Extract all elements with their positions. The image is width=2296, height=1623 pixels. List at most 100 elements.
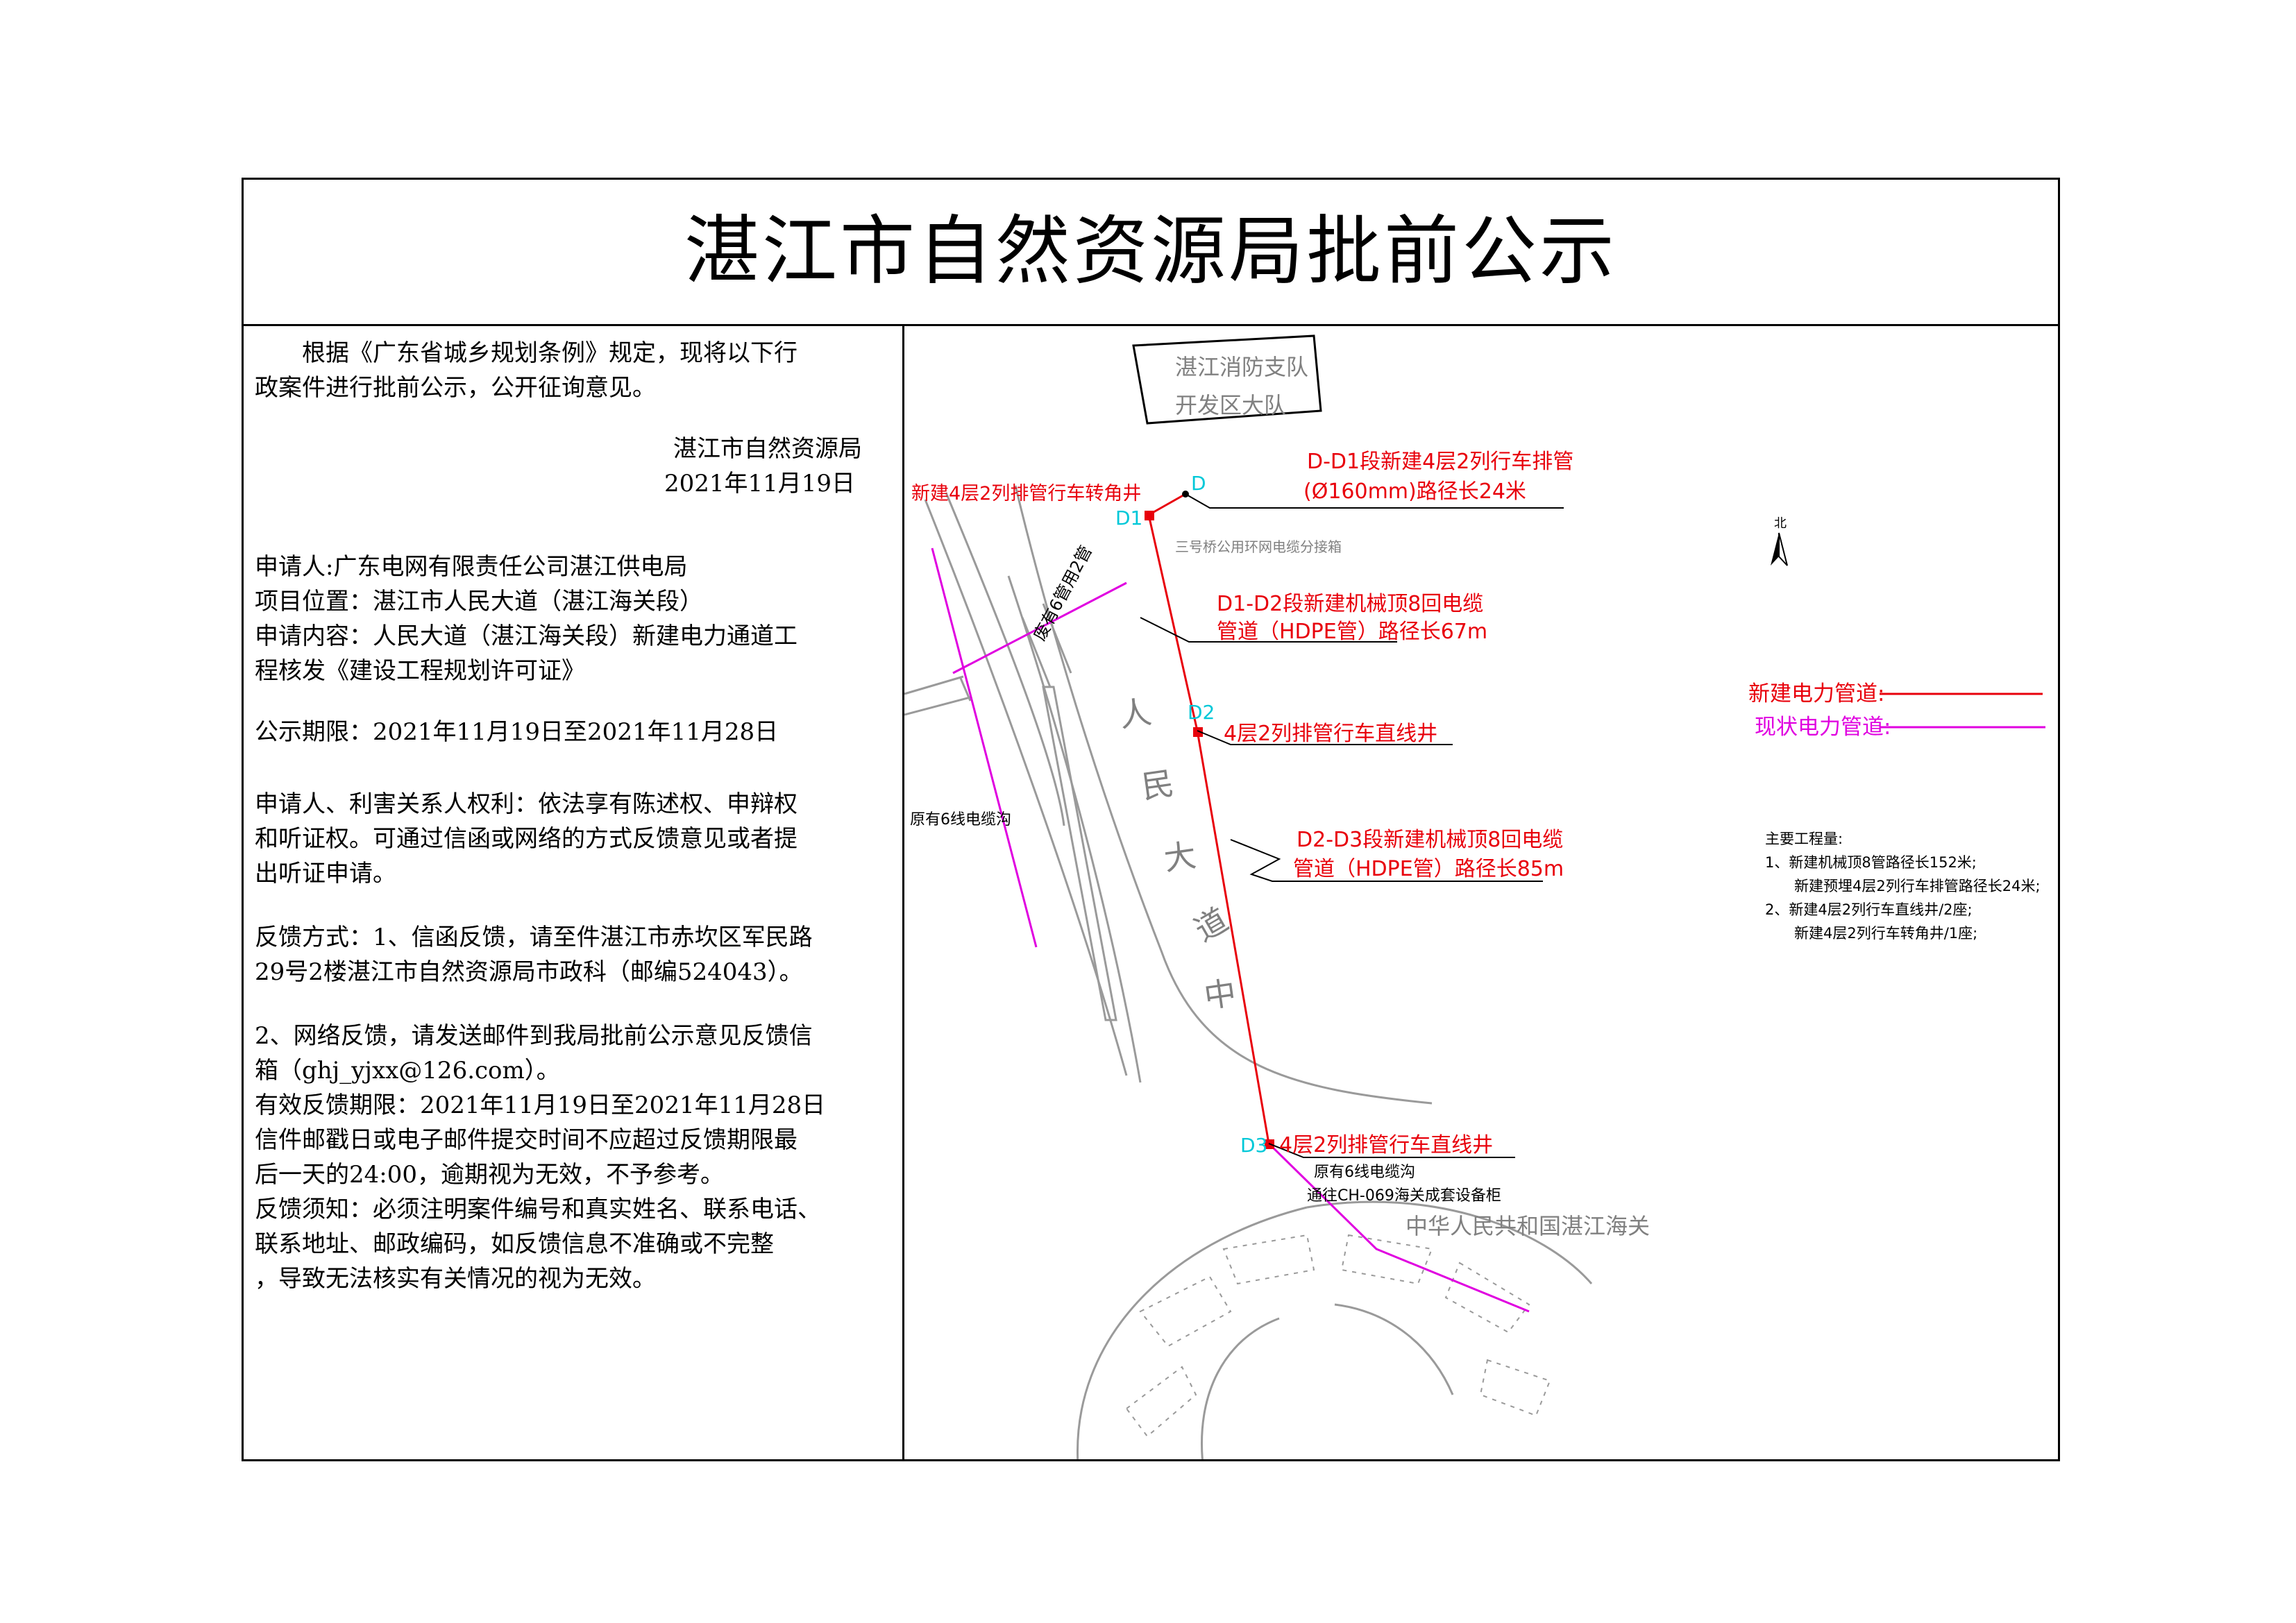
intro-line: 根据《广东省城乡规划条例》规定，现将以下行 [255, 339, 797, 367]
median [1021, 603, 1072, 688]
planter [1444, 1261, 1530, 1334]
corner-well-label: 新建4层2列排管行车转角井 [911, 483, 1141, 504]
fire-station-box: 湛江消防支队 开发区大队 [1132, 334, 1322, 425]
works-line: 新建4层2列行车转角井/1座; [1794, 925, 1977, 942]
planter [1139, 1275, 1232, 1348]
online-line: 2、网络反馈，请发送邮件到我局批前公示意见反馈信 [255, 1022, 813, 1050]
fire-station-outline [1132, 334, 1322, 425]
rights-line: 出听证申请。 [255, 860, 396, 887]
leader-d2 [1197, 730, 1453, 745]
road-char: 民 [1140, 764, 1176, 806]
works-title: 主要工程量: [1765, 831, 1843, 847]
roundabout-inner [1201, 1317, 1280, 1459]
leader-dd1 [1185, 493, 1564, 509]
intro-line: 政案件进行批前公示，公开征询意见。 [255, 374, 656, 402]
leader-d3 [1268, 1143, 1515, 1158]
segment-d1d2-line1: D1-D2段新建机械顶8回电缆 [1217, 592, 1483, 616]
rights-paragraph: 申请人、利害关系人权利：依法享有陈述权、申辩权 和听证权。可通过信函或网络的方式… [255, 787, 886, 891]
issue-date: 2021年11月19日 [664, 470, 855, 498]
issuer-name: 湛江市自然资源局 [673, 435, 862, 463]
fire-station-branch: 开发区大队 [1175, 392, 1286, 418]
road-name: 人 民 大 道 中 [1117, 693, 1238, 1016]
publicity-period: 公示期限：2021年11月19日至2021年11月28日 [255, 715, 886, 749]
route-annotations: 新建4层2列排管行车转角井 D-D1段新建4层2列行车排管 (Ø160mm)路径… [910, 450, 1650, 1239]
point-d-label: D [1191, 472, 1206, 495]
online-line: 反馈须知：必须注明案件编号和真实姓名、联系电话、 [255, 1196, 821, 1223]
legend-existing-label: 现状电力管道: [1755, 715, 1891, 740]
existing-pipes [931, 547, 1530, 1313]
rights-line: 申请人、利害关系人权利：依法享有陈述权、申辩权 [255, 790, 797, 818]
roundabout-segments [1125, 1234, 1551, 1438]
legend: 新建电力管道: 现状电力管道: [1748, 681, 2045, 740]
point-d3-label: D3 [1240, 1134, 1267, 1157]
point-d1-marker [1145, 511, 1154, 520]
online-line: 有效反馈期限：2021年11月19日至2021年11月28日 [255, 1091, 826, 1119]
feedback-paragraph: 反馈方式：1、信函反馈，请至件湛江市赤坎区军民路 29号2楼湛江市自然资源局市政… [255, 920, 886, 989]
point-d2-marker [1193, 727, 1203, 737]
fire-station-name: 湛江消防支队 [1175, 354, 1308, 380]
works-line: 2、新建4层2列行车直线井/2座; [1765, 901, 1973, 918]
feedback-line: 反馈方式：1、信函反馈，请至件湛江市赤坎区军民路 [255, 924, 813, 951]
point-d2-label: D2 [1188, 701, 1215, 724]
application-content-line: 程核发《建设工程规划许可证》 [255, 657, 585, 685]
existing-pipe-d3 [1267, 1142, 1530, 1313]
roundabout-outer [1306, 1200, 1593, 1284]
legend-new-label: 新建电力管道: [1748, 681, 1884, 706]
road-edge [924, 499, 1128, 1076]
segment-d2d3-line1: D2-D3段新建机械顶8回电缆 [1297, 828, 1563, 852]
trench-left-label: 原有6线电缆沟 [910, 811, 1011, 829]
existing-pipe-abandoned [952, 581, 1127, 674]
planter [1479, 1359, 1551, 1417]
segment-dd1-line1: D-D1段新建4层2列行车排管 [1307, 450, 1573, 474]
customs-cabinet-label: 通往CH-069海关成套设备柜 [1307, 1187, 1501, 1205]
application-block: 申请人:广东电网有限责任公司湛江供电局 项目位置：湛江市人民大道（湛江海关段） … [255, 550, 886, 688]
period-text: 公示期限：2021年11月19日至2021年11月28日 [255, 718, 779, 746]
online-line: 后一天的24:00，逾期视为无效，不予参考。 [255, 1161, 724, 1189]
point-d1-label: D1 [1115, 507, 1142, 529]
median-island [1042, 686, 1117, 1021]
works-summary: 主要工程量: 1、新建机械顶8管路径长152米; 新建预埋4层2列行车排管路径长… [1765, 831, 2041, 942]
road-char: 中 [1201, 974, 1238, 1015]
intro-paragraph: 根据《广东省城乡规划条例》规定，现将以下行 政案件进行批前公示，公开征询意见。 [255, 336, 886, 405]
route-map: 湛江消防支队 开发区大队 D D1 D2 D3 [904, 326, 2058, 1459]
online-line: 信件邮戳日或电子邮件提交时间不应超过反馈期限最 [255, 1126, 797, 1154]
junction-box-label: 三号桥公用环网电缆分接箱 [1175, 538, 1342, 555]
page-title: 湛江市自然资源局批前公示 [684, 208, 1617, 295]
north-label: 北 [1774, 516, 1787, 531]
leader-d2d3 [1230, 839, 1543, 882]
works-line: 1、新建机械顶8管路径长152米; [1765, 854, 1977, 871]
well-d2-label: 4层2列排管行车直线井 [1224, 722, 1437, 746]
trench-d3-label: 原有6线电缆沟 [1314, 1164, 1415, 1181]
online-feedback-paragraph: 2、网络反馈，请发送邮件到我局批前公示意见反馈信 箱（ghj_yjxx@126.… [255, 1019, 886, 1296]
route-map-svg: 湛江消防支队 开发区大队 D D1 D2 D3 [904, 334, 2045, 1459]
road-edge [945, 492, 1065, 826]
planter [1125, 1366, 1197, 1438]
road-outlines [904, 485, 1593, 1459]
issuer-block: 湛江市自然资源局 2021年11月19日 [255, 432, 862, 501]
feedback-line: 29号2楼湛江市自然资源局市政科（邮编524043）。 [255, 958, 803, 986]
rights-line: 和听证权。可通过信函或网络的方式反馈意见或者提 [255, 825, 797, 853]
well-d3-label: 4层2列排管行车直线井 [1279, 1133, 1493, 1157]
route-points: D D1 D2 D3 [1115, 472, 1274, 1157]
road-edge [1007, 575, 1142, 1083]
north-arrow: 北 [1771, 516, 1788, 566]
title-row: 湛江市自然资源局批前公示 [244, 180, 2058, 326]
abandoned-pipe-label: 废有6管用2管 [1030, 543, 1096, 644]
notice-sheet: 湛江市自然资源局批前公示 根据《广东省城乡规划条例》规定，现将以下行 政案件进行… [242, 178, 2060, 1461]
new-pipe-d-d1 [1148, 493, 1186, 516]
segment-dd1-line2: (Ø160mm)路径长24米 [1303, 479, 1526, 504]
customs-label: 中华人民共和国湛江海关 [1406, 1213, 1650, 1239]
north-arrow-icon [1771, 533, 1779, 566]
applicant: 申请人:广东电网有限责任公司湛江供电局 [255, 553, 688, 581]
segment-d2d3-line2: 管道（HDPE管）路径长85m [1293, 857, 1564, 881]
road-char: 人 [1117, 693, 1154, 735]
road-char: 大 [1162, 836, 1199, 878]
online-line: 联系地址、邮政编码，如反馈信息不准确或不完整 [255, 1230, 774, 1258]
notice-text-column: 根据《广东省城乡规划条例》规定，现将以下行 政案件进行批前公示，公开征询意见。 … [244, 326, 904, 1459]
existing-pipe-left [931, 547, 1038, 948]
segment-d1d2-line2: 管道（HDPE管）路径长67m [1217, 620, 1487, 644]
roundabout-inner [1334, 1303, 1454, 1395]
online-line: ，导致无法核实有关情况的视为无效。 [255, 1265, 656, 1293]
project-location: 项目位置：湛江市人民大道（湛江海关段） [255, 588, 703, 615]
planter [1222, 1234, 1315, 1285]
